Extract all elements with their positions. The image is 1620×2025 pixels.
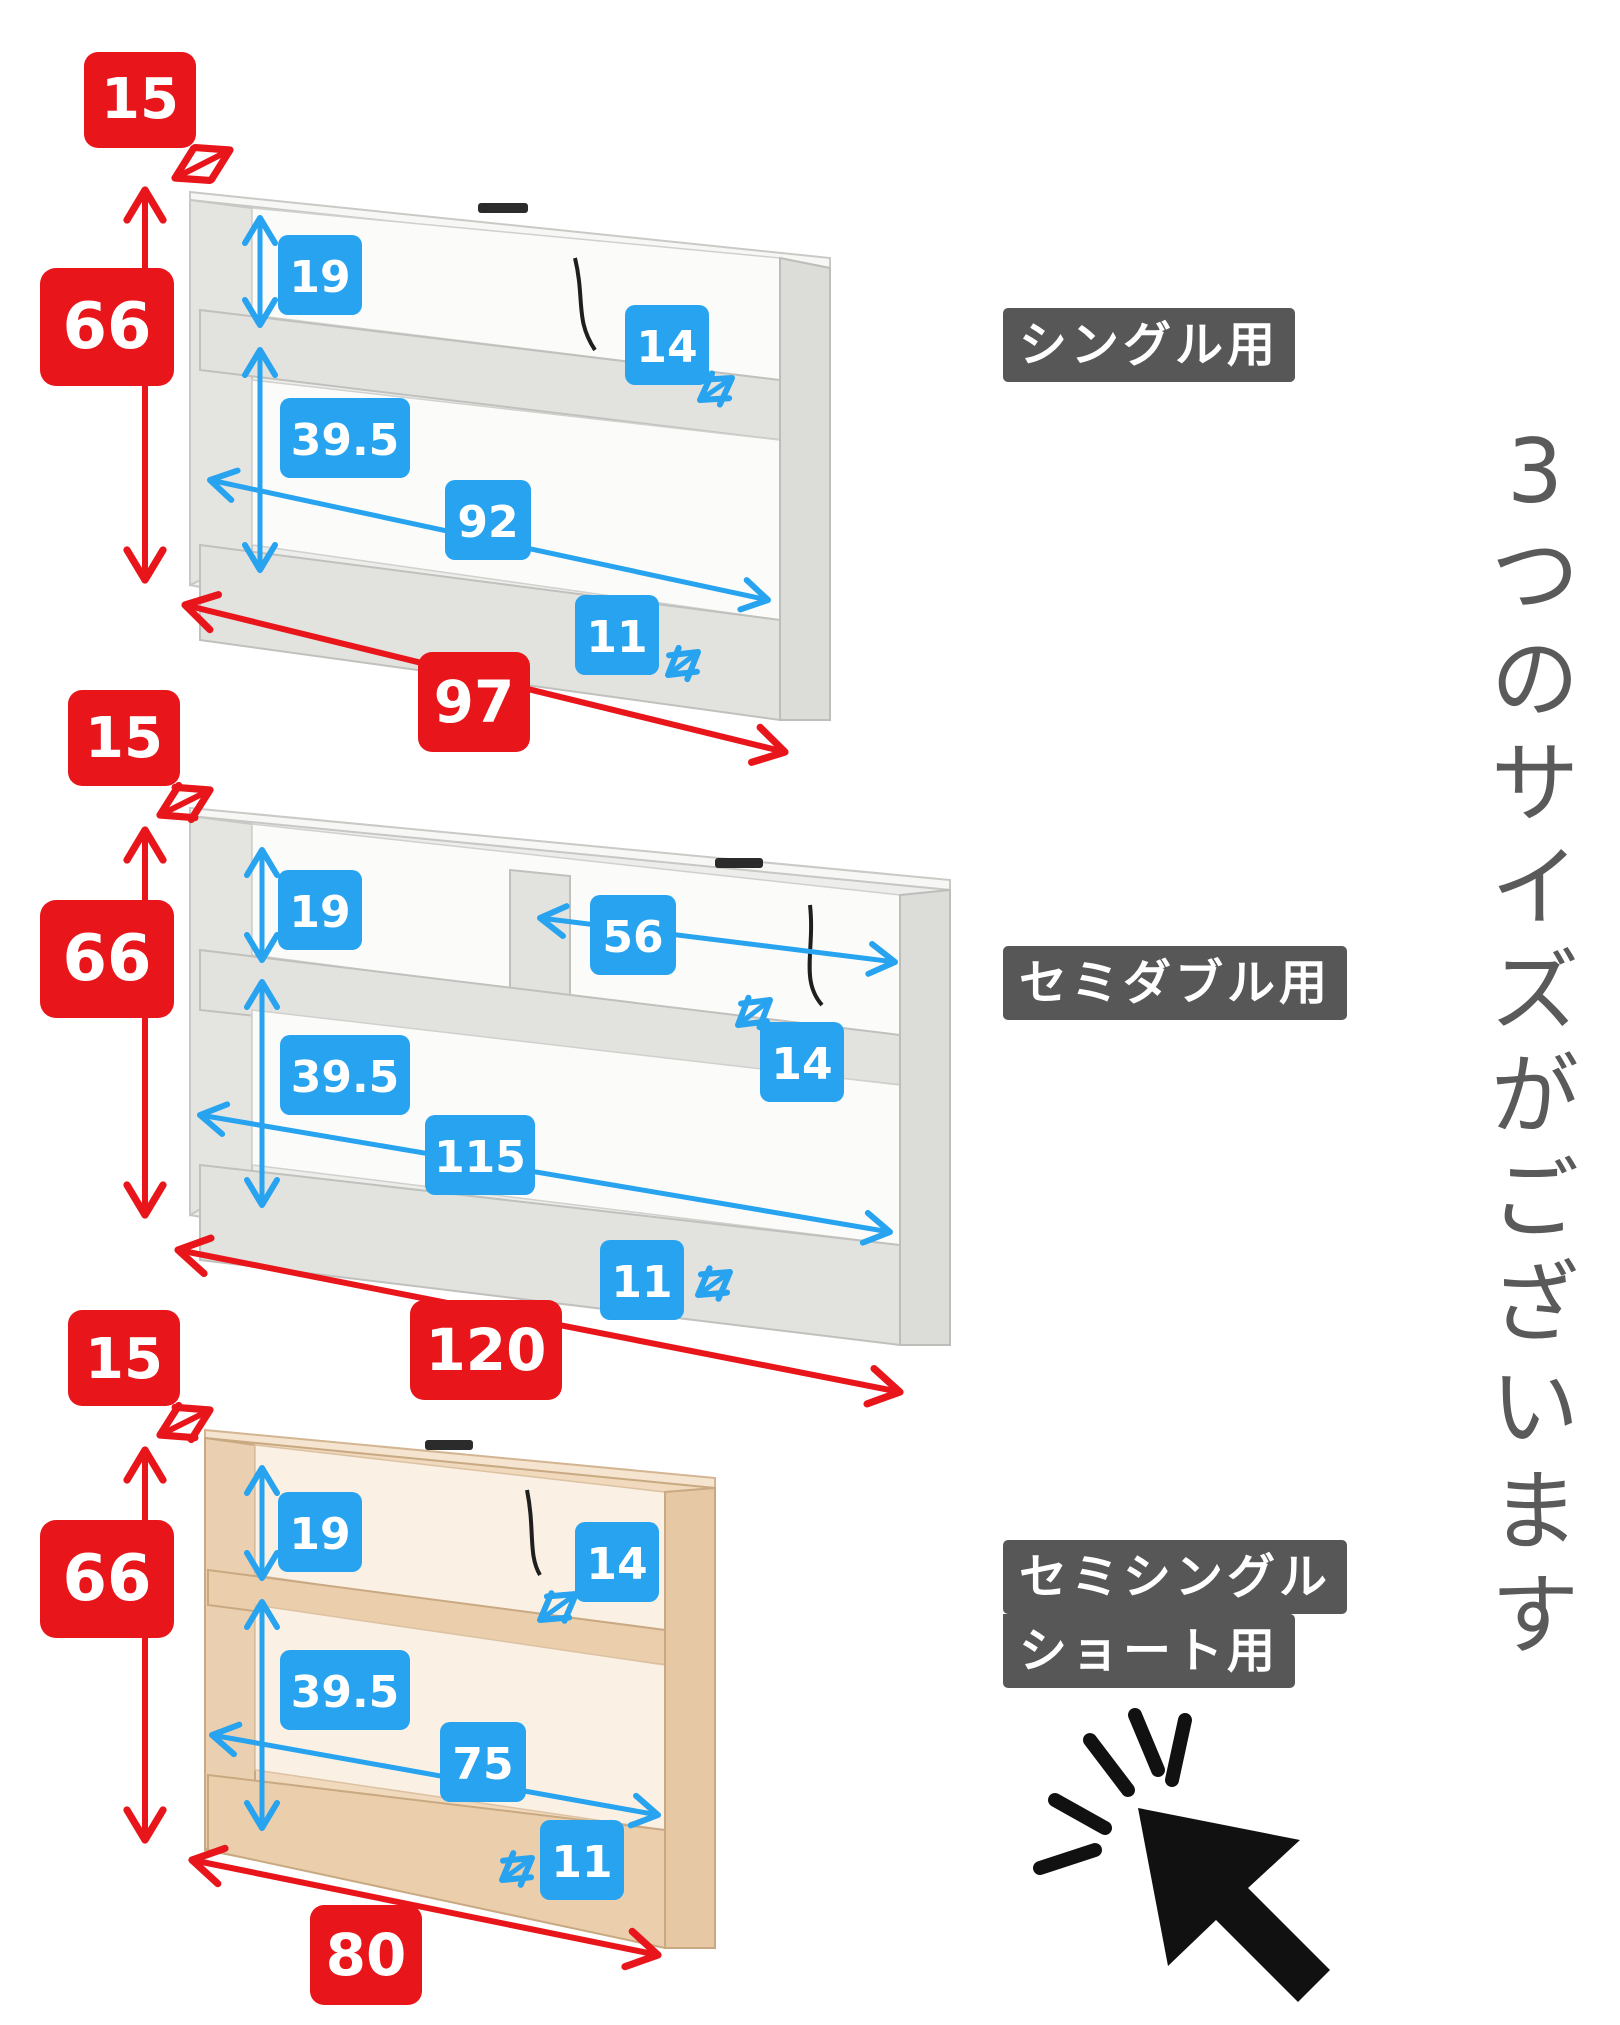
title-char: 3 <box>1507 420 1563 523</box>
vertical-title: 3 つ の サ イ ズ が ご ざ い ま す <box>1480 420 1590 1668</box>
inner-dimension-labels: 19 39.5 92 14 11 19 56 14 39.5 115 11 19… <box>278 235 844 1900</box>
title-char: ご <box>1490 1148 1579 1251</box>
title-char: ざ <box>1490 1252 1579 1355</box>
height-label-2: 66 <box>62 922 151 996</box>
title-char: イ <box>1490 836 1579 939</box>
title-char: の <box>1490 628 1579 731</box>
click-cursor-icon <box>1033 1708 1330 2002</box>
width-label-1: 97 <box>434 668 515 736</box>
title-char: す <box>1490 1564 1579 1667</box>
bottom-depth-arrow-3 <box>499 1850 535 1888</box>
variant-label-semidouble: セミダブル用 <box>1003 946 1348 1020</box>
depth-label-2: 15 <box>85 706 163 771</box>
upper-depth-arrow-3 <box>537 1590 579 1624</box>
width-label-3: 80 <box>326 1921 407 1989</box>
top-opening-label-3: 19 <box>289 1509 350 1560</box>
inner-width-arrow-2 <box>197 1101 893 1246</box>
width-arrow-3 <box>188 1844 662 1971</box>
depth-label-3: 15 <box>85 1327 163 1392</box>
depth-arrow-3 <box>156 1401 214 1444</box>
lower-opening-label-3: 39.5 <box>291 1667 400 1718</box>
title-char: サ <box>1490 732 1579 835</box>
top-opening-label-1: 19 <box>289 252 350 303</box>
variant-label-line-2: ショート用 <box>1003 1614 1296 1688</box>
title-char: い <box>1490 1356 1579 1459</box>
bottom-depth-label-3: 11 <box>551 1837 612 1888</box>
upper-depth-label-1: 14 <box>636 322 697 373</box>
bottom-depth-arrow-1 <box>665 644 701 683</box>
bottom-depth-arrow-2 <box>695 1265 733 1302</box>
upper-depth-label-2: 14 <box>771 1039 832 1090</box>
title-char: つ <box>1490 524 1579 627</box>
variant-label-single: シングル用 <box>1003 308 1296 382</box>
depth-arrow-2 <box>156 781 214 824</box>
top-opening-label-2: 19 <box>289 887 350 938</box>
inner-width-label-1: 92 <box>457 497 518 548</box>
title-char: が <box>1490 1044 1579 1147</box>
height-label-3: 66 <box>62 1542 151 1616</box>
compartment-width-label-2: 56 <box>602 912 663 963</box>
height-label-1: 66 <box>62 290 151 364</box>
lower-opening-label-1: 39.5 <box>291 415 400 466</box>
title-char: ズ <box>1490 940 1579 1043</box>
upper-depth-arrow-2 <box>735 994 773 1031</box>
click-burst-lines <box>1033 1708 1192 1875</box>
depth-arrow-1 <box>171 143 234 185</box>
lower-opening-label-2: 39.5 <box>291 1052 400 1103</box>
width-label-2: 120 <box>425 1316 546 1384</box>
outer-dimension-arrows <box>123 143 904 1971</box>
inner-width-label-2: 115 <box>434 1132 526 1183</box>
variant-label-line-1: セミシングル <box>1003 1540 1348 1614</box>
title-char: ま <box>1490 1460 1579 1563</box>
depth-label-1: 15 <box>101 67 179 132</box>
upper-depth-arrow-1 <box>697 370 735 408</box>
inner-width-label-3: 75 <box>452 1739 513 1790</box>
outer-dimension-labels: 15 66 97 15 66 120 15 66 80 <box>40 52 562 2005</box>
variant-label-semisingle-short: セミシングル ショート用 <box>1003 1540 1348 1688</box>
upper-depth-label-3: 14 <box>586 1539 647 1590</box>
bottom-depth-label-1: 11 <box>586 612 647 663</box>
inner-width-arrow-3 <box>209 1721 661 1829</box>
bottom-depth-label-2: 11 <box>611 1257 672 1308</box>
